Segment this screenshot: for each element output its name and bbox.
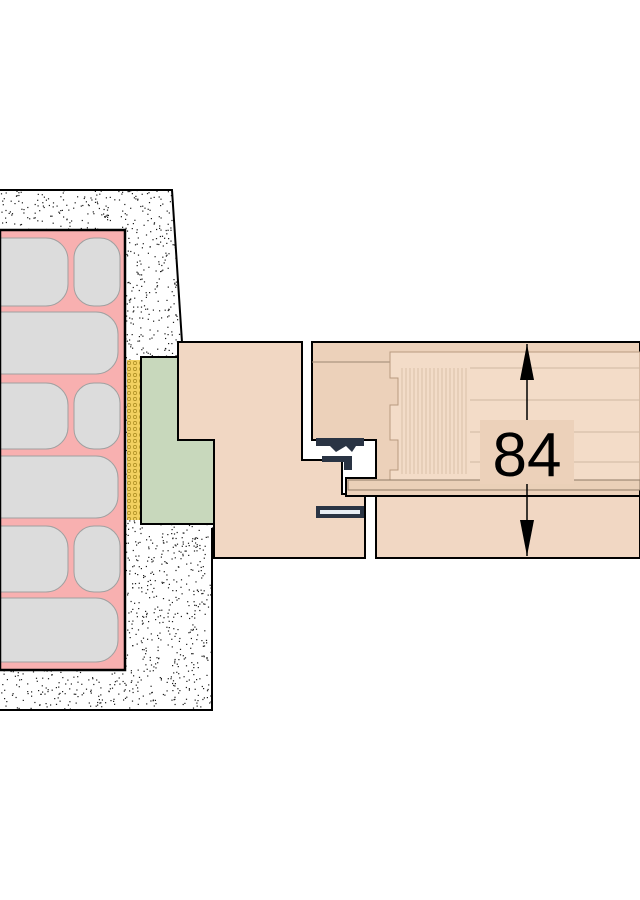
brick-block — [0, 382, 69, 450]
brick-block — [73, 525, 121, 593]
brick-wall — [0, 228, 127, 672]
brick-block — [0, 597, 119, 663]
arrow-up-icon — [520, 344, 534, 380]
dimension-label: 84 — [493, 421, 562, 490]
foam-insulation-strip — [127, 360, 141, 520]
plaster-outline — [0, 189, 213, 711]
brick-block — [73, 237, 121, 307]
arrow-down-icon — [520, 520, 534, 556]
sash-upper-profile — [311, 341, 640, 497]
brick-block — [0, 455, 119, 519]
gasket-upper — [316, 438, 364, 470]
gasket-lower — [316, 506, 364, 518]
glazing-grain-lines — [401, 368, 467, 474]
brick-block — [73, 382, 121, 450]
brick-block — [0, 237, 69, 307]
sash-lower-profile — [375, 495, 640, 559]
brick-block — [0, 311, 119, 375]
brick-block — [0, 525, 69, 593]
dimension-84: 84 — [480, 344, 574, 556]
